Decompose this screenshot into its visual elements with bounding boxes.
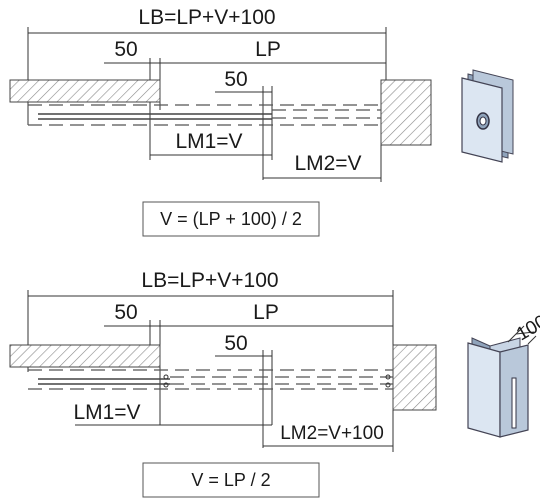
top-lm1-label: LM1=V	[175, 130, 242, 153]
top-left-wall	[9, 79, 161, 103]
bottom-inner-offset-dimension: 50	[215, 332, 273, 448]
top-formula: V = (LP + 100) / 2	[160, 209, 302, 229]
top-diagram: LB=LP+V+100 50 LP 50	[9, 6, 514, 237]
bottom-lm2-label: LM2=V+100	[280, 423, 384, 444]
top-inner-offset-dimension: 50	[215, 68, 273, 180]
bottom-corner-clamp-fitting: 100	[467, 311, 540, 438]
top-lm1-dimension: LM1=V	[150, 130, 272, 156]
top-lm2-label: LM2=V	[294, 152, 361, 175]
bottom-formula: V = LP / 2	[191, 470, 270, 490]
bottom-lm2-dimension: LM2=V+100	[263, 410, 394, 452]
top-lm2-dimension: LM2=V	[263, 145, 382, 182]
top-glass-panels	[28, 104, 381, 126]
bottom-lm1-dimension: LM1=V	[73, 401, 272, 426]
bottom-inner-offset-label: 50	[224, 332, 247, 355]
bottom-offset-label: 50	[114, 301, 137, 324]
top-lp-label: LP	[255, 38, 281, 61]
bottom-lp-label: LP	[253, 301, 279, 324]
bottom-lb-label: LB=LP+V+100	[141, 269, 278, 292]
bottom-diagram: LB=LP+V+100 50 LP 50	[9, 269, 540, 498]
bottom-formula-box: V = LP / 2	[142, 462, 320, 498]
bottom-lp-dimension: 50 LP	[104, 301, 393, 425]
top-formula-box: V = (LP + 100) / 2	[142, 201, 320, 237]
top-clamp-fitting	[461, 69, 514, 163]
top-inner-offset-label: 50	[224, 68, 247, 91]
bottom-lb-dimension: LB=LP+V+100	[27, 269, 394, 372]
top-offset-label: 50	[114, 38, 137, 61]
bottom-glass-panels	[28, 369, 393, 390]
top-lb-label: LB=LP+V+100	[138, 6, 275, 29]
bottom-left-wall	[9, 344, 161, 368]
top-right-wall	[380, 79, 432, 146]
top-lb-dimension: LB=LP+V+100	[27, 6, 387, 125]
bottom-right-wall	[392, 344, 437, 411]
bottom-lm1-label: LM1=V	[73, 401, 140, 424]
